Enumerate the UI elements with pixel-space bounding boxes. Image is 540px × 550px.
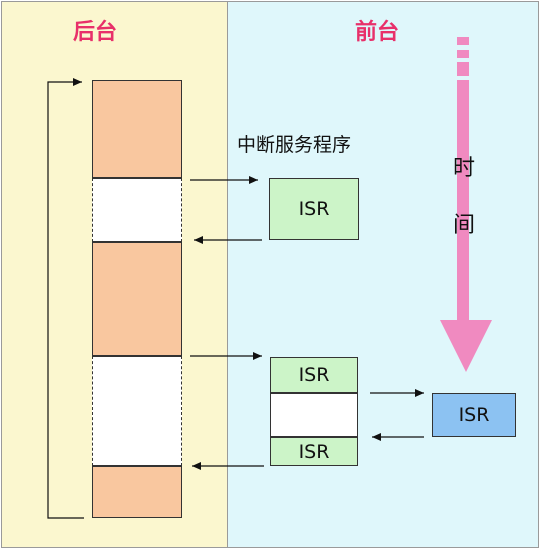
background-task-block-2 bbox=[92, 242, 182, 356]
isr-block-nested-bottom: ISR bbox=[270, 437, 358, 466]
isr-block-single: ISR bbox=[269, 178, 359, 240]
time-label-char-1: 时 bbox=[453, 156, 476, 181]
isr-block-high-priority: ISR bbox=[432, 393, 516, 437]
background-task-block-1 bbox=[92, 80, 182, 178]
background-task-gap-1 bbox=[92, 178, 182, 242]
time-arrow bbox=[440, 37, 492, 372]
background-title: 后台 bbox=[72, 20, 117, 45]
background-task-gap-2 bbox=[92, 356, 182, 466]
background-loop-arrow bbox=[47, 78, 84, 519]
foreground-title: 前台 bbox=[354, 20, 399, 45]
isr-nested-gap bbox=[270, 393, 358, 437]
background-task-block-3 bbox=[92, 466, 182, 518]
interrupt-service-routine-label: 中断服务程序 bbox=[237, 134, 352, 156]
time-label-char-2: 间 bbox=[453, 213, 476, 238]
isr-block-nested-top: ISR bbox=[270, 357, 358, 393]
